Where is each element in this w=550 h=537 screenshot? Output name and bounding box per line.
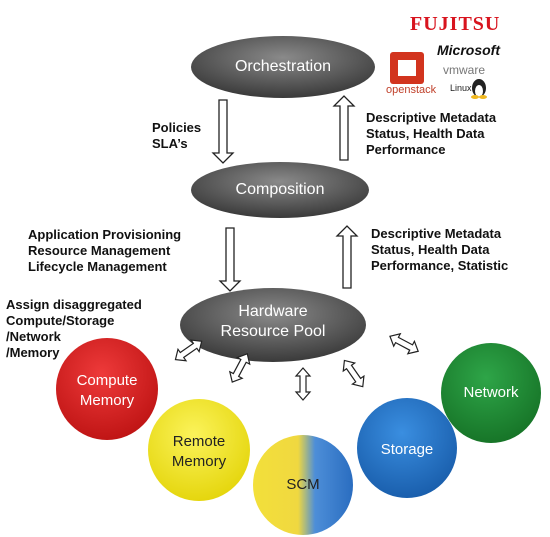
composition-node xyxy=(191,162,369,218)
storage-circle xyxy=(357,398,457,498)
compute-label-1: Compute xyxy=(76,372,138,389)
composition-label: Composition xyxy=(235,181,325,198)
upper-line-3: Performance xyxy=(366,142,446,157)
network-label: Network xyxy=(463,384,519,401)
assign-line-1: Assign disaggregated xyxy=(6,297,142,312)
remote-memory-circle xyxy=(148,399,250,501)
upper-line-2: Status, Health Data xyxy=(366,126,485,141)
provisioning-note: Application Provisioning Resource Manage… xyxy=(28,227,181,275)
provisioning-line-3: Lifecycle Management xyxy=(28,259,167,274)
compute-memory-circle xyxy=(56,338,158,440)
arrow-to-remote xyxy=(228,353,251,383)
remote-label-2: Memory xyxy=(171,453,227,470)
down-arrow-comp-hw xyxy=(218,227,242,292)
network-circle xyxy=(441,343,541,443)
fujitsu-logo: FUJITSU xyxy=(410,13,501,35)
arrow-to-storage xyxy=(342,359,365,388)
upper-metadata-note: Descriptive Metadata Status, Health Data… xyxy=(366,110,496,158)
linux-logo: Linux xyxy=(450,83,472,93)
arrow-to-compute xyxy=(174,339,203,362)
arrow-to-network xyxy=(389,332,419,355)
provisioning-line-1: Application Provisioning xyxy=(28,227,182,242)
assign-line-4: /Memory xyxy=(6,345,60,360)
policies-line: Policies xyxy=(152,120,202,135)
microsoft-logo: Microsoft xyxy=(437,42,500,58)
storage-label: Storage xyxy=(380,441,434,458)
up-arrow-comp-orch xyxy=(332,95,356,161)
assign-note: Assign disaggregated Compute/Storage /Ne… xyxy=(6,297,142,361)
hardware-pool-node xyxy=(180,288,366,362)
orchestration-label: Orchestration xyxy=(234,58,332,75)
linux-tux-icon xyxy=(471,79,487,99)
hardware-pool-label-2: Resource Pool xyxy=(220,323,326,340)
lower-line-2: Status, Health Data xyxy=(371,242,490,257)
orchestration-node xyxy=(191,36,375,98)
remote-label-1: Remote xyxy=(172,433,226,450)
scm-circle xyxy=(253,435,353,535)
openstack-logo: openstack xyxy=(386,84,437,96)
policies-note: Policies SLA’s xyxy=(152,120,201,152)
vmware-logo: vmware xyxy=(443,63,486,77)
double-arrows xyxy=(174,332,419,401)
openstack-logo-icon xyxy=(390,52,424,84)
scm-label: SCM xyxy=(286,476,320,493)
compute-label-2: Memory xyxy=(79,392,135,409)
sla-line: SLA’s xyxy=(152,136,188,151)
assign-line-2: Compute/Storage xyxy=(6,313,115,328)
upper-line-1: Descriptive Metadata xyxy=(366,110,497,125)
lower-line-1: Descriptive Metadata xyxy=(371,226,502,241)
down-arrow-orch-comp xyxy=(211,99,235,164)
lower-metadata-note: Descriptive Metadata Status, Health Data… xyxy=(371,226,508,274)
arrow-to-scm xyxy=(294,367,312,401)
lower-line-3: Performance, Statistic xyxy=(371,258,509,273)
up-arrow-hw-comp xyxy=(335,225,359,289)
assign-line-3: /Network xyxy=(6,329,61,344)
hardware-pool-label-1: Hardware xyxy=(238,303,308,320)
provisioning-line-2: Resource Management xyxy=(28,243,171,258)
